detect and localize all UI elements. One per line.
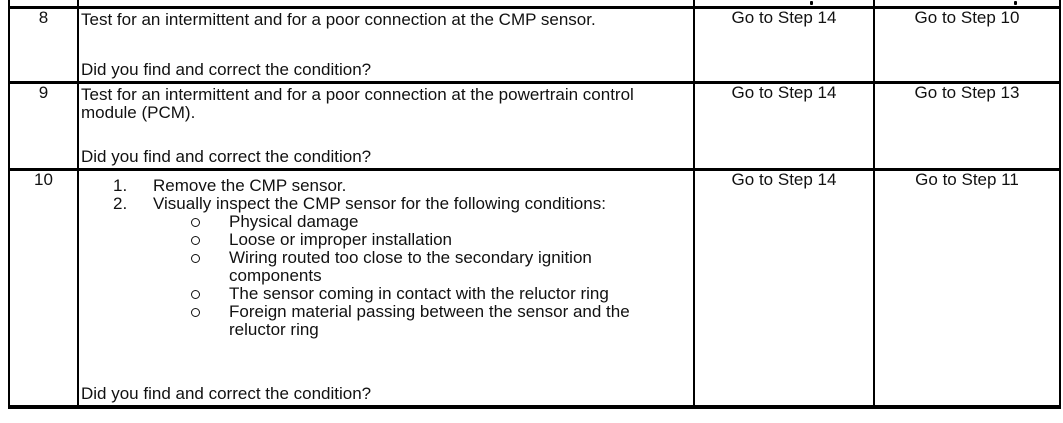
circle-bullet-icon [191, 290, 200, 299]
goto-step-label: Go to Step 14 [731, 170, 837, 189]
table-row: 10 1. Remove the CMP sensor. 2. Visually… [8, 168, 1061, 409]
bullet-text: Physical damage [229, 212, 359, 231]
step-number: 10 [34, 170, 53, 189]
diagnostic-table: 8 Test for an intermittent and for a poo… [8, 0, 1061, 409]
bullet-list-item: Foreign material passing between the sen… [81, 303, 689, 339]
question-text: Did you find and correct the condition? [81, 147, 372, 166]
bullet-list-item: Wiring routed too close to the secondary… [81, 249, 689, 285]
circle-bullet-icon [191, 308, 200, 317]
goto-step-label: Go to Step 11 [915, 170, 1019, 189]
step-number-cell: 10 [8, 168, 79, 409]
bullet-list-item: The sensor coming in contact with the re… [81, 285, 689, 303]
step-number-cell [8, 0, 79, 9]
list-item-text: Remove the CMP sensor. [153, 176, 347, 195]
circle-bullet-icon [191, 236, 200, 245]
list-item-number: 2. [113, 194, 128, 213]
bullet-text: Wiring routed too close to the secondary… [229, 248, 592, 285]
action-cell [77, 0, 695, 9]
yes-cell: Go to Step 14 [693, 81, 875, 171]
step-number: 8 [38, 8, 49, 27]
circle-bullet-icon [191, 218, 200, 227]
goto-step-label: Go to Step 14 [731, 8, 837, 27]
no-cell: Go to Step 10 [873, 6, 1061, 84]
action-cell: Test for an intermittent and for a poor … [77, 81, 695, 171]
numbered-list: 1. Remove the CMP sensor. 2. Visually in… [81, 172, 689, 339]
action-text: Test for an intermittent and for a poor … [81, 85, 634, 122]
bullet-text: The sensor coming in contact with the re… [229, 284, 609, 303]
goto-step-label: Go to Step 13 [914, 83, 1020, 102]
step-number: 9 [38, 83, 49, 102]
list-item: 1. Remove the CMP sensor. [81, 177, 689, 195]
bullet-text: Loose or improper installation [229, 230, 453, 249]
yes-cell: Go to Step 14 [693, 6, 875, 84]
goto-step-label: Go to Step 14 [731, 83, 837, 102]
no-cell [873, 0, 1061, 9]
table-row: 9 Test for an intermittent and for a poo… [8, 81, 1061, 171]
goto-step-label: Go to Step 10 [914, 8, 1020, 27]
bullet-list-item: Loose or improper installation [81, 231, 689, 249]
bullet-text: Foreign material passing between the sen… [229, 302, 630, 339]
step-number-cell: 9 [8, 81, 79, 171]
question-text: Did you find and correct the condition? [81, 60, 372, 79]
question-text: Did you find and correct the condition? [81, 384, 372, 403]
action-text: Test for an intermittent and for a poor … [81, 10, 596, 29]
step-number-cell: 8 [8, 6, 79, 84]
action-cell: 1. Remove the CMP sensor. 2. Visually in… [77, 168, 695, 409]
list-item-text: Visually inspect the CMP sensor for the … [153, 194, 606, 213]
table-row-partial [8, 0, 1061, 9]
table-row: 8 Test for an intermittent and for a poo… [8, 6, 1061, 84]
list-item: 2. Visually inspect the CMP sensor for t… [81, 195, 689, 213]
bullet-list-item: Physical damage [81, 213, 689, 231]
list-item-number: 1. [113, 176, 128, 195]
yes-cell [693, 0, 875, 9]
circle-bullet-icon [191, 254, 200, 263]
action-cell: Test for an intermittent and for a poor … [77, 6, 695, 84]
yes-cell: Go to Step 14 [693, 168, 875, 409]
no-cell: Go to Step 11 [873, 168, 1061, 409]
no-cell: Go to Step 13 [873, 81, 1061, 171]
